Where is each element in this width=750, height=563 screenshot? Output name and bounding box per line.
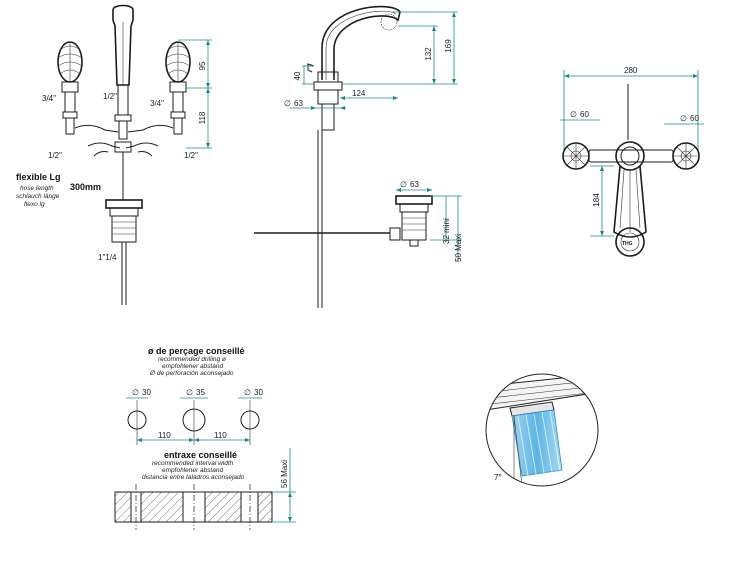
dia-symbol-60-right: ∅ bbox=[680, 114, 687, 123]
top-view: 280 ∅ 60 ∅ 60 THG bbox=[560, 66, 704, 257]
dim-118-label: 118 bbox=[198, 111, 207, 124]
front-handle-left bbox=[57, 41, 83, 135]
waste-min-label: 32 mini bbox=[442, 218, 451, 244]
front-spout bbox=[112, 4, 134, 140]
side-spout bbox=[307, 5, 401, 308]
thread-right-label: 3/4" bbox=[150, 99, 164, 108]
top-handle-right bbox=[672, 142, 700, 170]
dim-40-label: 40 bbox=[293, 71, 302, 80]
interval-sub-en: recommended interval width bbox=[152, 460, 234, 467]
side-dimensions: 132 169 40 124 ∅ 63 ∅ 63 32 mini bbox=[284, 11, 463, 262]
dia-symbol-63-waste: ∅ bbox=[400, 180, 407, 189]
spout-logo-text: THG bbox=[622, 241, 633, 247]
countertop-section bbox=[114, 484, 273, 530]
dia-35-label: 35 bbox=[196, 388, 205, 397]
drilling-plan: ø de perçage conseillé recommended drill… bbox=[114, 346, 296, 530]
dim-184-label: 184 bbox=[592, 193, 601, 207]
drilling-sub-es: Ø de perforación aconsejado bbox=[149, 370, 234, 377]
spacing-right-label: 110 bbox=[214, 431, 227, 440]
top-handle-left bbox=[562, 142, 590, 170]
thread-bottom-left-label: 1/2" bbox=[48, 151, 62, 160]
front-handle-right bbox=[165, 41, 191, 135]
dim-60-left-label: 60 bbox=[580, 110, 589, 119]
hose-sub-es: flexo lg bbox=[24, 201, 45, 208]
side-view: 132 169 40 124 ∅ 63 ∅ 63 32 mini bbox=[254, 5, 463, 308]
hose-title: flexible Lg bbox=[16, 172, 61, 182]
drilling-sub-en: recommended drilling ø bbox=[158, 356, 226, 363]
waste-thread-label: 1"1/4 bbox=[98, 253, 117, 262]
dim-95-label: 95 bbox=[198, 61, 207, 70]
top-spout-body: THG bbox=[588, 141, 674, 257]
interval-title: entraxe conseillé bbox=[164, 450, 237, 460]
thickness-max-label: 56 Maxi bbox=[280, 460, 289, 488]
hose-sub-en: hose length bbox=[20, 185, 54, 192]
thread-left-label: 3/4" bbox=[42, 94, 56, 103]
waste-max-label: 50 Maxi bbox=[454, 234, 463, 262]
drilling-sub-de: empfohlener abstand bbox=[162, 363, 223, 370]
interval-sub-es: distancia entre taladros aconsejado bbox=[142, 474, 245, 481]
dim-280-label: 280 bbox=[624, 66, 638, 75]
front-view: 95 118 3/4" 1/2" 3/4" 1/2" 1/2" flexible… bbox=[16, 4, 212, 305]
thread-bottom-right-label: 1/2" bbox=[184, 151, 198, 160]
front-waste bbox=[105, 199, 143, 305]
spacing-left-label: 110 bbox=[158, 431, 171, 440]
spout-detail: 7° bbox=[485, 373, 599, 487]
dia-symbol-63-side: ∅ bbox=[284, 99, 291, 108]
dim-60-right-label: 60 bbox=[690, 114, 699, 123]
dia-symbol-30-left: ∅ bbox=[132, 388, 139, 397]
hose-length-label: 300mm bbox=[70, 182, 101, 192]
front-dimensions: 95 118 bbox=[178, 39, 212, 149]
front-hoses bbox=[74, 124, 174, 200]
side-waste bbox=[254, 195, 433, 247]
dia-30-right-label: 30 bbox=[254, 388, 263, 397]
dim-124-label: 124 bbox=[352, 89, 366, 98]
dia-30-left-label: 30 bbox=[142, 388, 151, 397]
dia-symbol-60-left: ∅ bbox=[570, 110, 577, 119]
hose-sub-de: schlauch länge bbox=[16, 193, 60, 200]
waste-dia-label: 63 bbox=[410, 180, 419, 189]
thread-center-label: 1/2" bbox=[103, 92, 117, 101]
dim-63-label: 63 bbox=[294, 99, 303, 108]
dia-symbol-30-right: ∅ bbox=[244, 388, 251, 397]
interval-sub-de: empfohlener abstand bbox=[162, 467, 223, 474]
dim-132-label: 132 bbox=[424, 47, 433, 61]
dia-symbol-35: ∅ bbox=[186, 388, 193, 397]
drilling-title: ø de perçage conseillé bbox=[148, 346, 245, 356]
spout-angle-label: 7° bbox=[494, 473, 502, 482]
dim-169-label: 169 bbox=[444, 39, 453, 53]
